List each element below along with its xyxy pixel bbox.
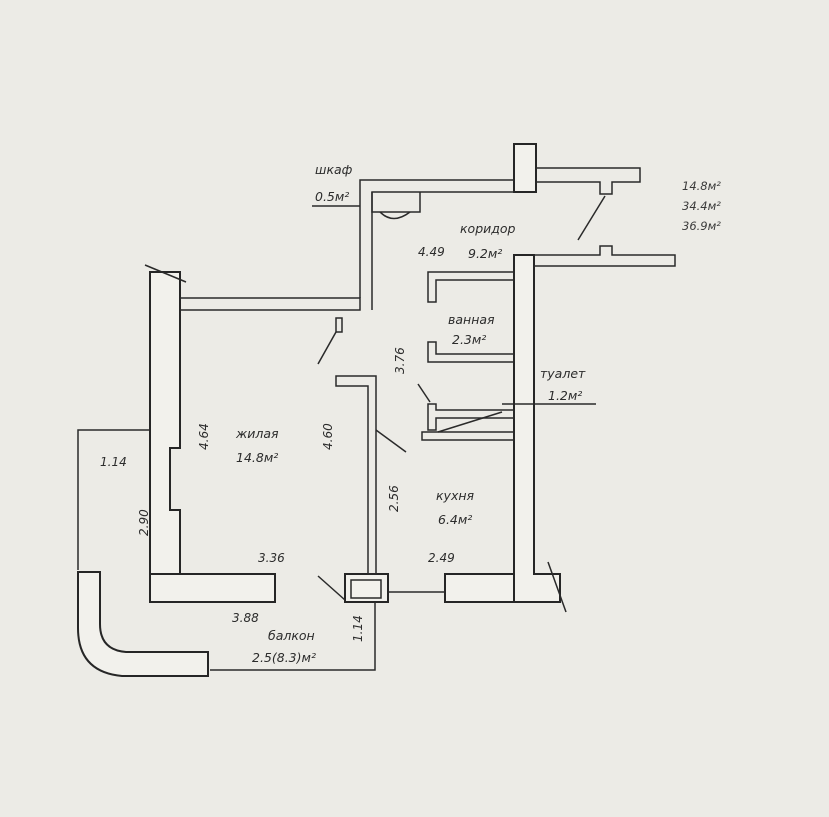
living-kitchen-partition	[335, 375, 377, 575]
wardrobe-name: шкаф	[315, 162, 353, 177]
toilet-door-line	[437, 411, 503, 433]
dim-living-left: 4.64	[197, 423, 211, 450]
dim-balcony-depth: 1.14	[351, 615, 365, 642]
living-name: жилая	[235, 426, 279, 441]
balcony-outline	[77, 429, 376, 671]
top-left-hatch	[144, 264, 187, 283]
corridor-area: 9.2м²	[468, 246, 502, 261]
bath-door-line	[417, 383, 431, 403]
toilet-walls	[421, 403, 515, 441]
kitchen-front-wall	[444, 573, 521, 603]
kitchen-name: кухня	[436, 488, 475, 503]
entry-door-line	[577, 195, 606, 241]
dim-living-right: 4.60	[321, 423, 335, 450]
total-general: 34.4м²	[682, 199, 721, 213]
bathroom-area: 2.3м²	[452, 332, 486, 347]
total-living: 14.8м²	[682, 179, 721, 193]
living-door-line	[317, 331, 337, 365]
bathroom-walls	[427, 271, 515, 363]
toilet-area: 1.2м²	[548, 388, 582, 403]
balcony-door-frame	[350, 579, 382, 599]
bathroom-name: ванная	[448, 312, 495, 327]
pillar-top	[513, 143, 537, 193]
balcony-door-line	[317, 575, 346, 601]
living-left-wall	[149, 271, 181, 575]
dim-living-width: 3.36	[258, 551, 285, 565]
dim-bath-height: 3.76	[393, 347, 407, 374]
wardrobe-door	[379, 211, 411, 220]
right-exterior-wall	[513, 254, 561, 603]
top-right-wall	[536, 167, 641, 195]
bottom-right-wall	[534, 245, 676, 267]
corridor-name: коридор	[460, 221, 516, 236]
kitchen-door-line	[375, 429, 407, 453]
dim-balcony-width: 3.88	[232, 611, 259, 625]
dim-kitchen-width: 2.49	[428, 551, 455, 565]
living-area: 14.8м²	[236, 450, 278, 465]
corner-hatch	[547, 561, 567, 613]
toilet-name: туалет	[540, 366, 586, 381]
corridor-dim: 4.49	[418, 245, 445, 259]
living-bottom-left-wall	[149, 573, 276, 603]
wardrobe-outline	[371, 192, 421, 213]
wardrobe-area: 0.5м²	[315, 189, 349, 204]
living-door-jamb	[335, 317, 343, 333]
dim-kitchen-height: 2.56	[387, 485, 401, 512]
dim-balcony-side-top: 1.14	[100, 455, 127, 469]
total-with-balcony: 36.9м²	[682, 219, 721, 233]
living-top-wall	[180, 297, 361, 311]
balcony-name: балкон	[268, 628, 315, 643]
kitchen-area: 6.4м²	[438, 512, 472, 527]
balcony-area: 2.5(8.3)м²	[252, 650, 316, 665]
dim-balcony-side-height: 2.90	[137, 509, 151, 536]
balcony-rail	[77, 571, 209, 677]
